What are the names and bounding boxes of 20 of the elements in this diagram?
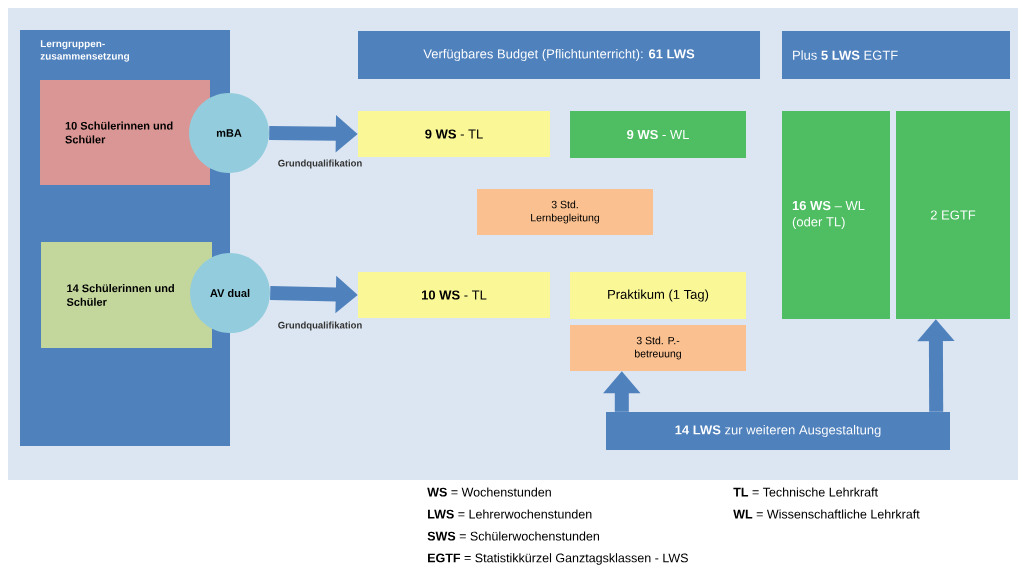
hours-box: 2 EGTF	[896, 111, 1010, 319]
legend-text: TL = Technische Lehrkraft	[733, 487, 878, 497]
legend-text: SWS = Schülerwochenstunden	[427, 531, 599, 541]
edge-label: Grundqualifikation	[278, 159, 362, 169]
hours-box: 9 WS - TL	[358, 111, 550, 157]
internship-box: Praktikum (1 Tag)	[570, 272, 746, 319]
hours-box: 16 WS – WL (oder TL)	[782, 111, 890, 319]
hours-box: 10 WS - TL	[358, 272, 550, 318]
support-box: 3 Std. Lernbegleitung	[477, 189, 653, 235]
group-box: 10 Schülerinnen und Schüler	[40, 80, 210, 185]
legend-text: WL = Wissenschaftliche Lehrkraft	[733, 509, 920, 519]
budget-banner: Verfügbares Budget (Pflichtunterricht): 61 LWS	[358, 31, 760, 79]
legend-text: EGTF = Statistikkürzel Ganztagsklassen - LWS	[428, 553, 688, 565]
hours-box: 9 WS - WL	[570, 111, 746, 158]
budget-banner: Plus 5 LWS EGTF	[782, 31, 1010, 79]
legend-text: WS = Wochenstunden	[427, 487, 551, 497]
edge-label: Grundqualifikation	[278, 321, 362, 331]
legend-text: LWS = Lehrerwochenstunden	[428, 509, 592, 519]
budget-bar: 14 LWS zur weiteren Ausgestaltung	[606, 412, 950, 450]
support-box: 3 Std. P.- betreuung	[570, 325, 746, 371]
